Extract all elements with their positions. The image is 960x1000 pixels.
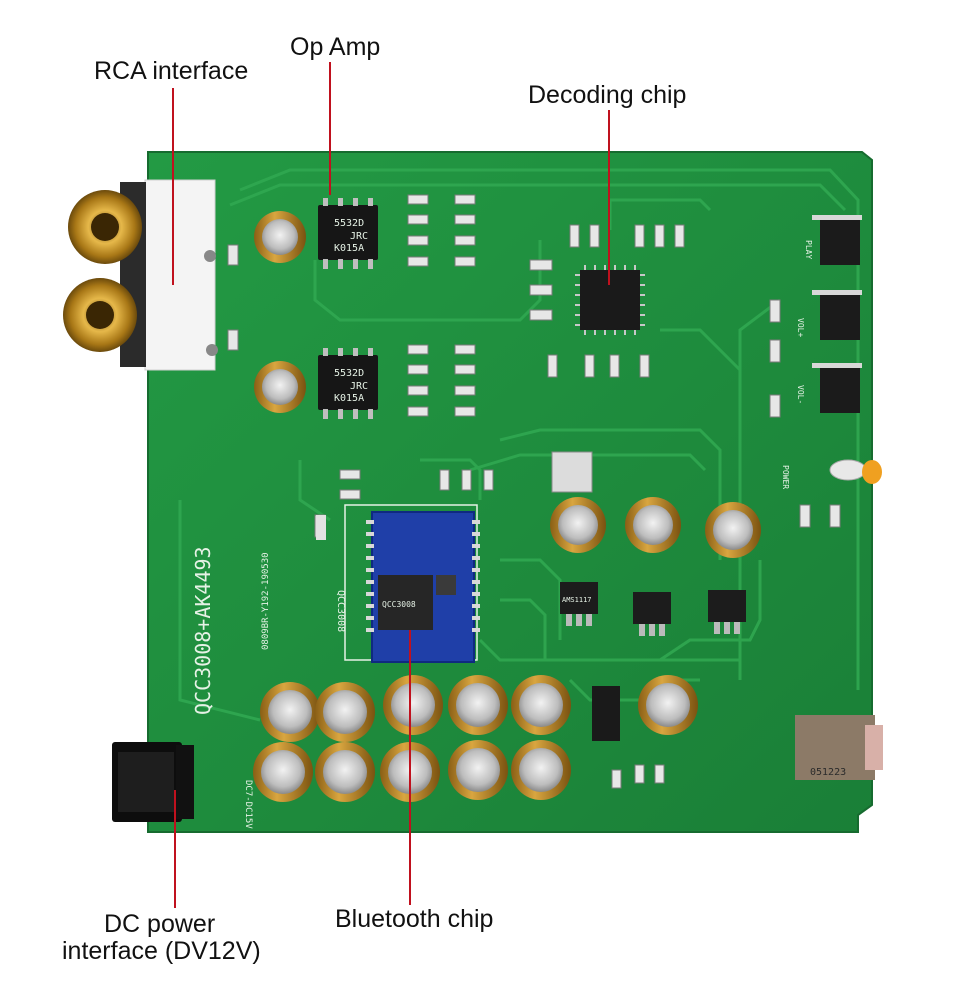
callout-op-amp: Op Amp bbox=[290, 33, 381, 61]
opamp2-text-top: 5532D bbox=[334, 368, 364, 379]
opamp2-text-mid: JRC bbox=[350, 381, 368, 392]
pcb-board bbox=[147, 151, 873, 833]
bt-chip-text: QCC3008 bbox=[382, 600, 416, 609]
power-label: POWER bbox=[781, 465, 790, 489]
bluetooth-module bbox=[344, 504, 480, 663]
op-amp-chips bbox=[318, 198, 378, 419]
voltage-regulators bbox=[560, 582, 746, 636]
dc-jack-silk: DC7-DC15V bbox=[243, 780, 253, 829]
play-label: PLAY bbox=[804, 240, 813, 259]
rca-jacks bbox=[63, 179, 218, 371]
crystal bbox=[551, 451, 593, 493]
vol-minus-label: VOL- bbox=[796, 385, 805, 404]
opamp2-text-bottom: K015A bbox=[334, 393, 364, 404]
power-led bbox=[829, 459, 882, 484]
callout-lines bbox=[172, 62, 610, 908]
callout-bluetooth-chip: Bluetooth chip bbox=[335, 905, 494, 933]
pushbutton-mid bbox=[592, 686, 620, 741]
board-code-text: 0809BR-Y192-190530 bbox=[261, 552, 271, 650]
callout-decoding-chip: Decoding chip bbox=[528, 81, 687, 109]
audio-jack-code: 051223 bbox=[810, 767, 846, 778]
callout-dc-power-line2: interface (DV12V) bbox=[62, 937, 261, 965]
regulator-text: AMS1117 bbox=[562, 596, 592, 604]
vol-plus-label: VOL+ bbox=[796, 318, 805, 337]
bt-module-tag: QCC3008 bbox=[335, 590, 346, 632]
small-cap-left bbox=[316, 515, 326, 540]
side-buttons bbox=[812, 215, 862, 413]
opamp1-text-top: 5532D bbox=[334, 218, 364, 229]
electrolytic-capacitors bbox=[253, 211, 761, 802]
board-model-text: QCC3008+AK4493 bbox=[191, 546, 215, 715]
callout-dc-power-line1: DC power bbox=[104, 910, 216, 938]
opamp1-text-mid: JRC bbox=[350, 231, 368, 242]
callout-rca-interface: RCA interface bbox=[94, 57, 249, 85]
smd-components bbox=[227, 194, 841, 789]
opamp1-text-bottom: K015A bbox=[334, 243, 364, 254]
audio-jack bbox=[795, 715, 883, 780]
dc-power-jack bbox=[112, 742, 194, 822]
